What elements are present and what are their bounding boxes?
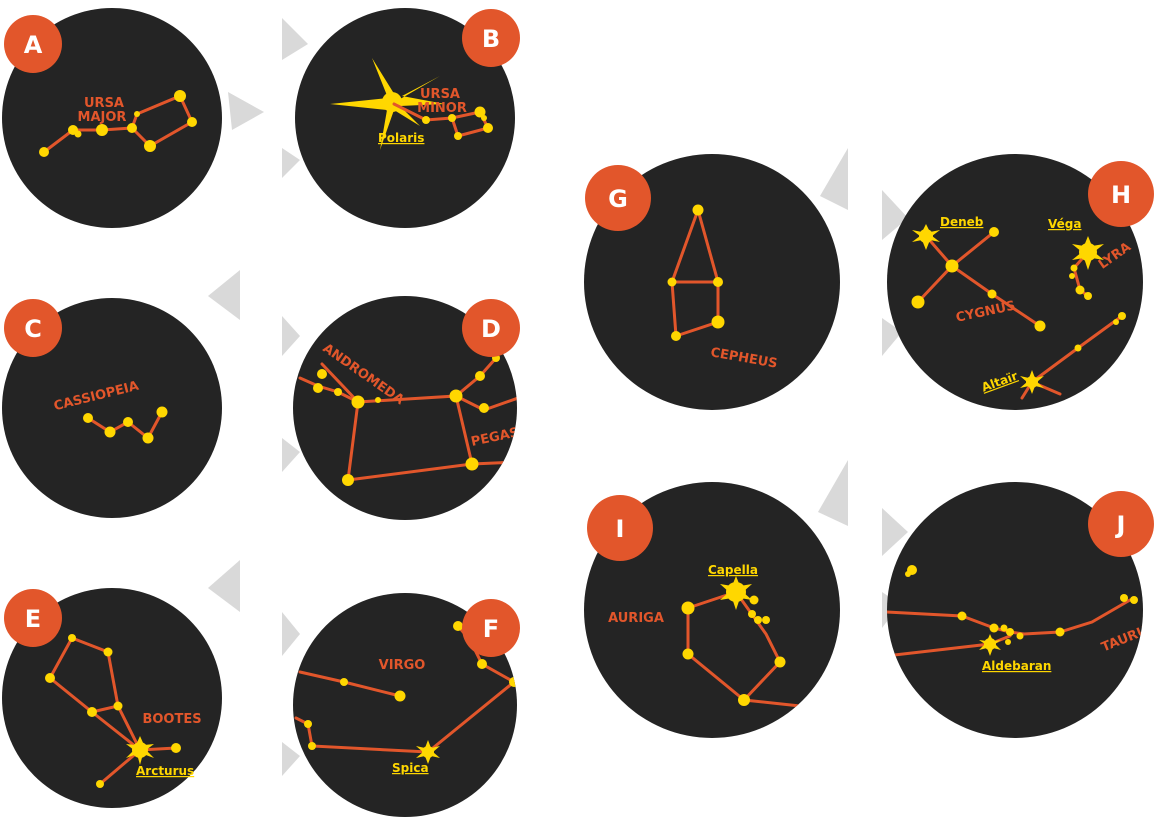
panel-g: CEPHEUS G: [584, 154, 840, 410]
star-name-aldebaran: Aldebaran: [982, 659, 1051, 673]
label-major: MAJOR: [78, 110, 127, 125]
label-ursa: URSA: [420, 87, 460, 102]
panel-a: URSA MAJOR A: [2, 8, 222, 228]
panel-d: ANDROMEDA PEGASUS D: [293, 296, 540, 520]
star-name-arcturus: Arcturus: [136, 764, 194, 778]
arrow-c-to-d-mid: [282, 316, 300, 356]
badge-letter-g: G: [608, 185, 628, 213]
arrow-a-to-b-low: [282, 148, 300, 178]
badge-letter-e: E: [25, 605, 41, 633]
panel-h: CYGNUS LYRA Altaïr Deneb Véga H: [887, 154, 1154, 410]
label-virgo: VIRGO: [379, 658, 426, 673]
label-auriga: AURIGA: [608, 611, 664, 626]
badge-letter-f: F: [483, 615, 499, 643]
arrow-a-to-b-mid: [228, 92, 264, 130]
badge-letter-a: A: [24, 31, 43, 59]
badge-letter-j: J: [1115, 511, 1126, 539]
star-name-spica: Spica: [392, 761, 429, 775]
panel-j: TAURUS Aldebaran J: [886, 482, 1158, 738]
star-name-capella: Capella: [708, 563, 758, 577]
star-name-vega: Véga: [1048, 217, 1081, 231]
label-ursa: URSA: [84, 96, 124, 111]
panel-i: AURIGA Capella I: [584, 482, 840, 738]
badge-letter-c: C: [24, 315, 42, 343]
badge-letter-i: I: [616, 515, 625, 543]
arrow-e-to-f-top: [208, 560, 240, 612]
arrow-a-to-b-top: [282, 18, 308, 60]
badge-letter-d: D: [481, 315, 501, 343]
badge-letter-h: H: [1111, 181, 1131, 209]
star-name-polaris: Polaris: [378, 131, 424, 145]
badge-letter-b: B: [482, 25, 500, 53]
arrow-c-to-d-low: [282, 438, 300, 472]
panel-c: CASSIOPEIA C: [2, 298, 222, 518]
arrow-e-to-f-low: [282, 742, 300, 776]
label-bootes: BOOTES: [142, 712, 201, 727]
arrow-i-to-j-top: [818, 460, 848, 526]
arrow-c-to-d-top: [208, 270, 240, 320]
panel-b: URSA MINOR Polaris B: [295, 8, 520, 228]
arrow-e-to-f-mid: [282, 612, 300, 656]
panel-f: VIRGO Spica F: [293, 593, 520, 817]
arrow-g-to-h-top: [820, 148, 848, 210]
label-minor: MINOR: [417, 101, 467, 116]
star-name-deneb: Deneb: [940, 215, 984, 229]
panel-e: BOOTES Arcturus E: [2, 588, 222, 808]
